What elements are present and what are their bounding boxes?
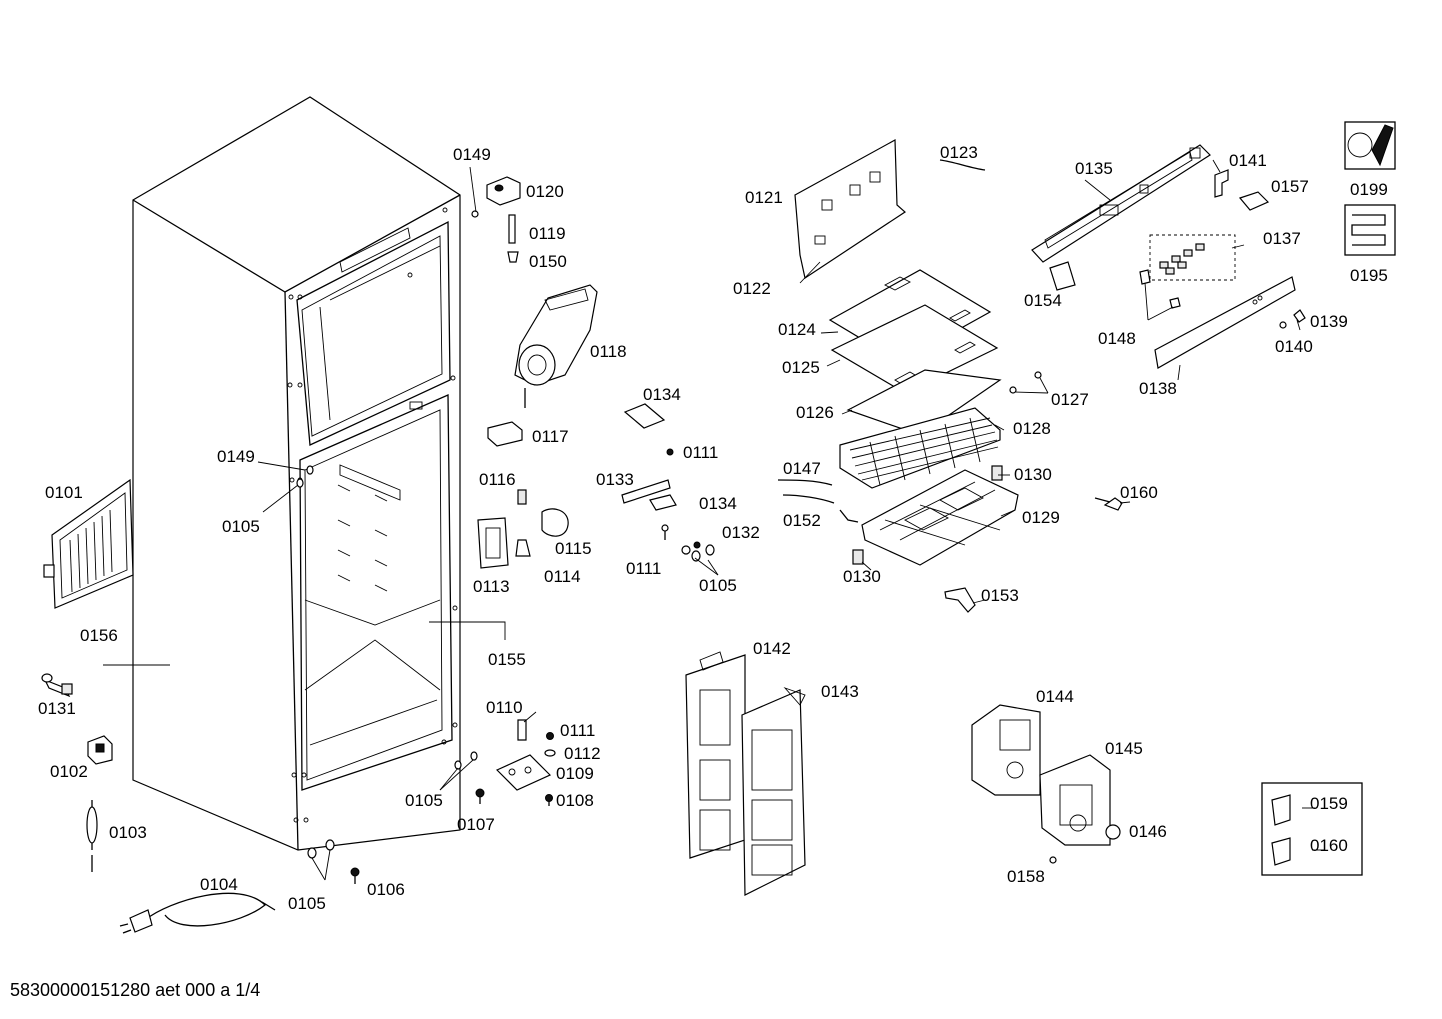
- label-0143: 0143: [821, 682, 859, 701]
- label-0155: 0155: [488, 650, 526, 669]
- document-id-footer: 58300000151280 aet 000 a 1/4: [10, 980, 261, 1000]
- service-icons: [1261, 121, 1396, 876]
- label-0106: 0106: [367, 880, 405, 899]
- label-0129: 0129: [1022, 508, 1060, 527]
- label-0119: 0119: [529, 224, 566, 243]
- evaporator-back-plate: [794, 139, 986, 279]
- drip-tray: [777, 465, 1019, 566]
- label-0145: 0145: [1105, 739, 1143, 758]
- label-0141: 0141: [1229, 151, 1267, 170]
- evaporator-shelves: [828, 269, 1002, 436]
- label-0130b: 0130: [843, 567, 881, 586]
- label-0156: 0156: [80, 626, 118, 645]
- label-0115: 0115: [555, 539, 592, 558]
- label-0158: 0158: [1007, 867, 1045, 886]
- label-0105d: 0105: [699, 576, 737, 595]
- lamp-parts: [621, 403, 715, 562]
- right-top-parts: [944, 144, 1306, 613]
- label-0195: 0195: [1350, 266, 1388, 285]
- label-0109: 0109: [556, 764, 594, 783]
- label-0121: 0121: [745, 188, 783, 207]
- label-0111b: 0111: [626, 559, 661, 578]
- label-0160a: 0160: [1120, 483, 1158, 502]
- hinge-covers: [971, 704, 1121, 864]
- label-0110: 0110: [486, 698, 523, 717]
- label-0160b: 0160: [1310, 836, 1348, 855]
- leader-lines: [103, 159, 1325, 881]
- label-0138: 0138: [1139, 379, 1177, 398]
- door-panels: [685, 651, 806, 896]
- label-0111c: 0111: [560, 721, 595, 740]
- label-0108: 0108: [556, 791, 594, 810]
- label-0113: 0113: [473, 577, 510, 596]
- label-0147: 0147: [783, 459, 821, 478]
- top-hinge-parts: [471, 176, 521, 263]
- label-0126: 0126: [796, 403, 834, 422]
- label-0107: 0107: [457, 815, 495, 834]
- label-0139: 0139: [1310, 312, 1348, 331]
- small-parts-left: [41, 673, 276, 934]
- label-0122: 0122: [733, 279, 771, 298]
- label-0130a: 0130: [1014, 465, 1052, 484]
- label-0105a: 0105: [222, 517, 260, 536]
- label-0105b: 0105: [405, 791, 443, 810]
- label-0154: 0154: [1024, 291, 1062, 310]
- fasteners-bottom: [296, 465, 553, 884]
- label-0146: 0146: [1129, 822, 1167, 841]
- label-0127: 0127: [1051, 390, 1089, 409]
- label-0150: 0150: [529, 252, 567, 271]
- label-0199: 0199: [1350, 180, 1388, 199]
- part-labels: 0149 0120 0119 0150 0118 0134 0117 0111 …: [38, 143, 1388, 913]
- label-0142: 0142: [753, 639, 791, 658]
- fan-housing: [514, 284, 598, 408]
- label-0134a: 0134: [643, 385, 681, 404]
- label-0144: 0144: [1036, 687, 1074, 706]
- label-0153: 0153: [981, 586, 1019, 605]
- label-0133: 0133: [596, 470, 634, 489]
- label-0117: 0117: [532, 427, 569, 446]
- cabinet-body: [132, 96, 461, 851]
- label-0134b: 0134: [699, 494, 737, 513]
- label-0104: 0104: [200, 875, 238, 894]
- label-0128: 0128: [1013, 419, 1051, 438]
- label-0120: 0120: [526, 182, 564, 201]
- label-0140: 0140: [1275, 337, 1313, 356]
- label-0103: 0103: [109, 823, 147, 842]
- label-0135: 0135: [1075, 159, 1113, 178]
- label-0132: 0132: [722, 523, 760, 542]
- label-0123: 0123: [940, 143, 978, 162]
- label-0148: 0148: [1098, 329, 1136, 348]
- label-0149a: 0149: [453, 145, 491, 164]
- condenser-panel: [43, 478, 134, 609]
- label-0131: 0131: [38, 699, 76, 718]
- label-0105c: 0105: [288, 894, 326, 913]
- hinge-parts: [495, 719, 556, 791]
- label-0152: 0152: [783, 511, 821, 530]
- label-0114: 0114: [544, 567, 581, 586]
- label-0159: 0159: [1310, 794, 1348, 813]
- label-0112: 0112: [564, 744, 601, 763]
- label-0111a: 0111: [683, 443, 718, 462]
- label-0124: 0124: [778, 320, 816, 339]
- thermostat-parts: [477, 421, 569, 569]
- label-0137: 0137: [1263, 229, 1301, 248]
- label-0118: 0118: [590, 342, 627, 361]
- label-0102: 0102: [50, 762, 88, 781]
- label-0116: 0116: [479, 470, 516, 489]
- label-0101: 0101: [45, 483, 83, 502]
- label-0157: 0157: [1271, 177, 1309, 196]
- label-0149b: 0149: [217, 447, 255, 466]
- evaporator-coil: [839, 371, 1042, 489]
- label-0125: 0125: [782, 358, 820, 377]
